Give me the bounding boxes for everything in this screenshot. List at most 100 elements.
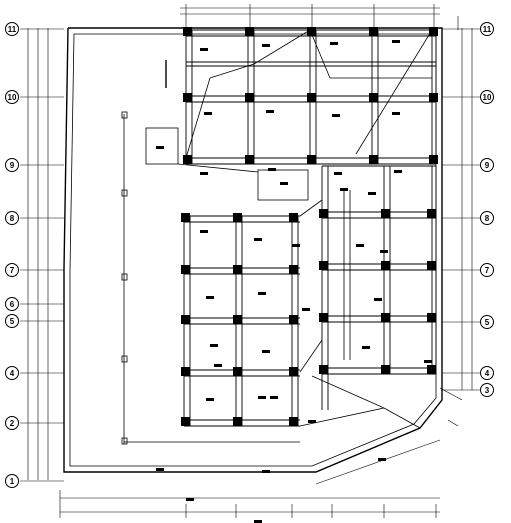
column — [429, 93, 438, 102]
column — [233, 213, 242, 222]
column — [289, 417, 298, 426]
annotation-mark — [186, 498, 194, 501]
annotation-mark — [200, 230, 208, 233]
annotation-mark — [258, 396, 266, 399]
annotation-mark — [210, 344, 218, 347]
column — [233, 315, 242, 324]
annotation-mark — [266, 110, 274, 113]
annotation-mark — [214, 364, 222, 367]
annotation-mark — [308, 420, 316, 423]
annotation-mark — [424, 360, 432, 363]
annotation-mark — [332, 114, 340, 117]
column — [369, 155, 378, 164]
annotation-mark — [368, 192, 376, 195]
axis-label: 9 — [485, 161, 490, 170]
annotation-mark — [258, 292, 266, 295]
column — [369, 27, 378, 36]
annotation-mark — [156, 146, 164, 149]
bottom-dimension-chain — [59, 387, 463, 518]
annotation-mark — [254, 520, 262, 523]
annotation-mark — [340, 188, 348, 191]
columns — [181, 27, 438, 426]
column — [233, 265, 242, 274]
column — [181, 367, 190, 376]
annotation-mark — [268, 168, 276, 171]
axis-bubble-right-7: 7 — [442, 263, 494, 277]
axis-label: 9 — [10, 161, 15, 170]
annotation-mark — [362, 346, 370, 349]
column — [181, 417, 190, 426]
annotation-mark — [292, 244, 300, 247]
column — [369, 93, 378, 102]
column — [289, 367, 298, 376]
column — [381, 209, 390, 218]
axis-bubble-left-4: 4 — [5, 366, 64, 380]
axis-bubble-left-11: 11 — [5, 22, 64, 36]
column — [245, 93, 254, 102]
axis-label: 10 — [8, 93, 17, 102]
axis-label: 7 — [10, 266, 15, 275]
annotation-mark — [356, 244, 364, 247]
column — [381, 261, 390, 270]
column — [319, 365, 328, 374]
annotation-mark — [204, 112, 212, 115]
annotation-mark — [206, 398, 214, 401]
annotation-mark — [302, 308, 310, 311]
axis-bubble-right-9: 9 — [442, 158, 494, 172]
annotation-mark — [200, 48, 208, 51]
column — [181, 315, 190, 324]
axis-bubble-left-8: 8 — [5, 211, 64, 225]
column — [427, 261, 436, 270]
column — [233, 367, 242, 376]
column — [319, 313, 328, 322]
axis-label: 10 — [483, 93, 492, 102]
annotation-mark — [392, 40, 400, 43]
equipment-boxes — [121, 60, 309, 445]
column — [381, 365, 390, 374]
annotation-mark — [378, 458, 386, 461]
axis-label: 5 — [10, 317, 15, 326]
annotation-mark — [380, 250, 388, 253]
axis-label: 2 — [10, 419, 15, 428]
annotation-mark — [262, 350, 270, 353]
column — [307, 27, 316, 36]
column — [183, 93, 192, 102]
annotation-mark — [156, 468, 164, 471]
axis-bubble-left-9: 9 — [5, 158, 64, 172]
axis-bubble-left-10: 10 — [5, 90, 64, 104]
column — [183, 27, 192, 36]
axis-bubble-left-7: 7 — [5, 263, 64, 277]
annotation-tags — [156, 40, 432, 523]
axis-label: 3 — [485, 386, 490, 395]
column — [245, 155, 254, 164]
column — [181, 213, 190, 222]
annotation-mark — [262, 44, 270, 47]
top-dimension-chain — [180, 4, 440, 30]
column — [289, 213, 298, 222]
axis-label: 8 — [10, 214, 15, 223]
axis-label: 6 — [10, 300, 15, 309]
column — [381, 313, 390, 322]
axis-bubble-right-10: 10 — [442, 90, 494, 104]
axis-label: 11 — [8, 25, 17, 34]
column — [427, 209, 436, 218]
column — [289, 265, 298, 274]
axis-bubble-right-11: 11 — [442, 22, 494, 36]
annotation-mark — [374, 298, 382, 301]
column — [307, 93, 316, 102]
axis-label: 1 — [10, 477, 15, 486]
annotation-mark — [394, 170, 402, 173]
column — [427, 313, 436, 322]
column — [245, 27, 254, 36]
annotation-mark — [334, 172, 342, 175]
column — [427, 365, 436, 374]
left-axis-bubbles: 11 10 9 8 7 6 5 4 2 1 — [5, 22, 64, 488]
annotation-mark — [254, 238, 262, 241]
column — [319, 261, 328, 270]
left-dimension-chain — [27, 28, 49, 480]
annotation-mark — [330, 42, 338, 45]
axis-bubble-left-6: 6 — [5, 297, 64, 311]
axis-label: 4 — [485, 369, 490, 378]
